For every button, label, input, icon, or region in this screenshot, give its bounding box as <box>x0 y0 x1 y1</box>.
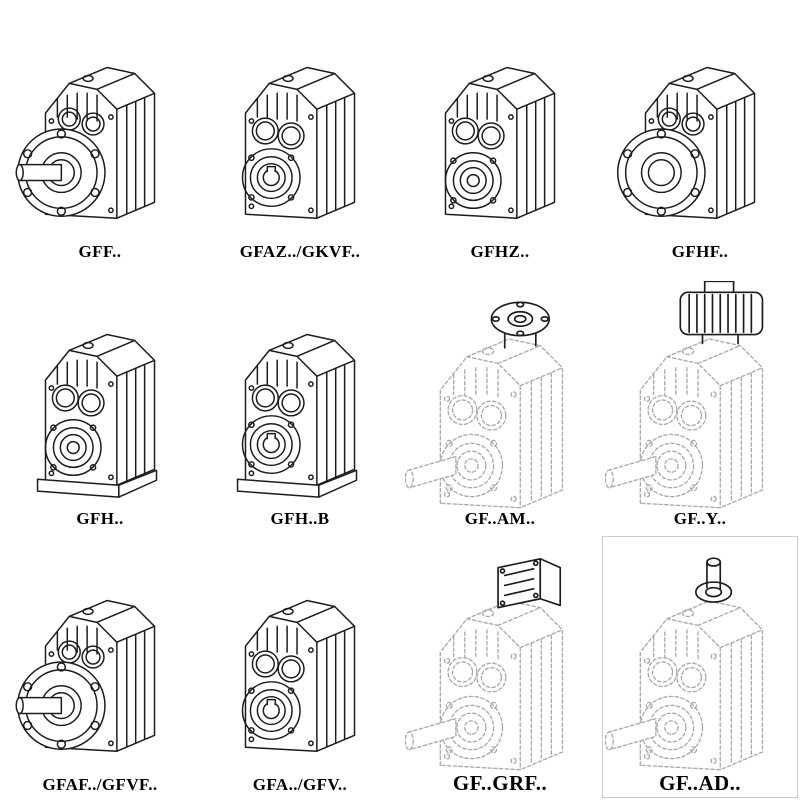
catalog-cell-gfh: GFH.. <box>0 267 200 534</box>
catalog-cell-gfaz-gkvf: GFAZ../GKVF.. <box>200 0 400 267</box>
model-label: GF..GRF.. <box>452 770 548 795</box>
catalog-cell-gfa-gfv: GFA../GFV.. <box>200 534 400 800</box>
output-shaft <box>15 697 63 715</box>
model-label: GFH..B <box>270 509 330 529</box>
drawing-gfa-gfv <box>241 600 356 753</box>
output-flange <box>616 128 706 218</box>
drawing-gf-am <box>405 301 564 509</box>
catalog-cell-gf-am: GF..AM.. <box>400 267 600 534</box>
model-label: GF..AD.. <box>659 770 741 795</box>
catalog-cell-gfh-b: GFH..B <box>200 267 400 534</box>
model-label: GFAZ../GKVF.. <box>239 242 361 262</box>
drawing-gf-y <box>605 281 764 509</box>
drawing-gfh-b <box>236 334 358 499</box>
model-label: GFAF../GFVF.. <box>42 775 158 795</box>
catalog-cell-gff: GFF.. <box>0 0 200 267</box>
drawing-gfaf-gfvf <box>15 600 156 753</box>
catalog-cell-gfaf-gfvf: GFAF../GFVF.. <box>0 534 200 800</box>
catalog-cell-gf-grf: GF..GRF.. <box>400 534 600 800</box>
model-label: GF..AM.. <box>464 509 536 529</box>
catalog-cell-gf-ad: GF..AD.. <box>600 534 800 800</box>
drawing-gfhf <box>616 67 756 220</box>
model-label: GFF.. <box>78 242 122 262</box>
catalog-cell-gfhf: GFHF.. <box>600 0 800 267</box>
model-label: GFA../GFV.. <box>252 775 348 795</box>
model-label: GFHF.. <box>671 242 729 262</box>
input-flange-adapter <box>490 301 550 349</box>
drawing-gff <box>15 67 156 220</box>
hollow-shaft-hub <box>241 148 301 208</box>
drawing-gfhz <box>444 67 556 220</box>
drawing-gfh <box>36 334 158 499</box>
input-shaft-stub <box>695 557 733 603</box>
motor <box>679 281 764 345</box>
model-label: GF..Y.. <box>673 509 727 529</box>
gear-adapter-block <box>497 557 562 609</box>
output-shaft <box>15 164 63 182</box>
hollow-shaft-hub <box>241 681 301 741</box>
catalog-cell-gf-y: GF..Y.. <box>600 267 800 534</box>
model-label: GFH.. <box>76 509 124 529</box>
drawing-gf-ad <box>605 557 764 771</box>
drawing-gf-grf <box>405 557 564 771</box>
model-label: GFHZ.. <box>470 242 530 262</box>
catalog-cell-gfhz: GFHZ.. <box>400 0 600 267</box>
drawing-gfaz-gkvf <box>241 67 356 220</box>
hollow-shaft-hub <box>241 415 301 475</box>
